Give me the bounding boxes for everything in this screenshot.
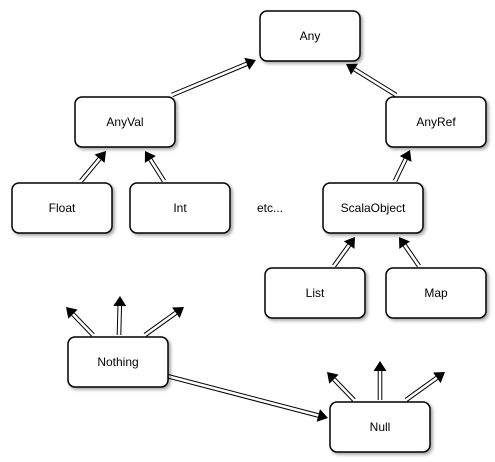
node-map: Map — [385, 267, 487, 319]
node-any: Any — [259, 10, 361, 62]
arrow-nothing-to-null — [166, 373, 328, 422]
arrow-null-supertype-1 — [327, 372, 356, 402]
node-int: Int — [129, 182, 231, 234]
svg-text:ScalaObject: ScalaObject — [341, 201, 406, 215]
node-null: Null — [329, 401, 431, 453]
arrow-nothing-supertype-2 — [113, 296, 127, 336]
etc-annotation: etc... — [257, 201, 283, 215]
svg-text:Nothing: Nothing — [97, 355, 138, 369]
arrow-null-supertype-3 — [404, 372, 445, 402]
arrow-anyval-to-any — [171, 57, 256, 98]
edges-layer — [66, 57, 445, 422]
node-anyval: AnyVal — [74, 96, 176, 148]
nodes-layer: Any AnyVal AnyRef Float Int ScalaObject … — [11, 10, 487, 453]
node-float: Float — [11, 182, 113, 234]
arrow-nothing-supertype-1 — [66, 307, 95, 337]
node-scalaobject: ScalaObject — [322, 182, 424, 234]
svg-text:Any: Any — [300, 29, 321, 43]
svg-text:AnyVal: AnyVal — [106, 115, 143, 129]
arrow-anyref-to-any — [346, 63, 398, 97]
svg-text:Int: Int — [173, 201, 187, 215]
node-list: List — [264, 267, 366, 319]
arrow-float-to-anyval — [79, 151, 106, 183]
svg-text:Null: Null — [370, 420, 391, 434]
svg-text:Float: Float — [49, 201, 76, 215]
arrow-map-to-scalaobject — [399, 237, 421, 268]
arrow-null-supertype-2 — [373, 361, 387, 400]
arrow-nothing-supertype-3 — [143, 307, 184, 337]
svg-text:AnyRef: AnyRef — [416, 115, 456, 129]
arrow-int-to-anyval — [144, 151, 166, 183]
node-nothing: Nothing — [67, 336, 169, 388]
node-anyref: AnyRef — [385, 96, 487, 148]
arrow-scalaobject-to-anyref — [392, 150, 412, 183]
svg-text:Map: Map — [424, 286, 448, 300]
arrow-list-to-scalaobject — [332, 237, 355, 268]
svg-text:List: List — [306, 286, 325, 300]
